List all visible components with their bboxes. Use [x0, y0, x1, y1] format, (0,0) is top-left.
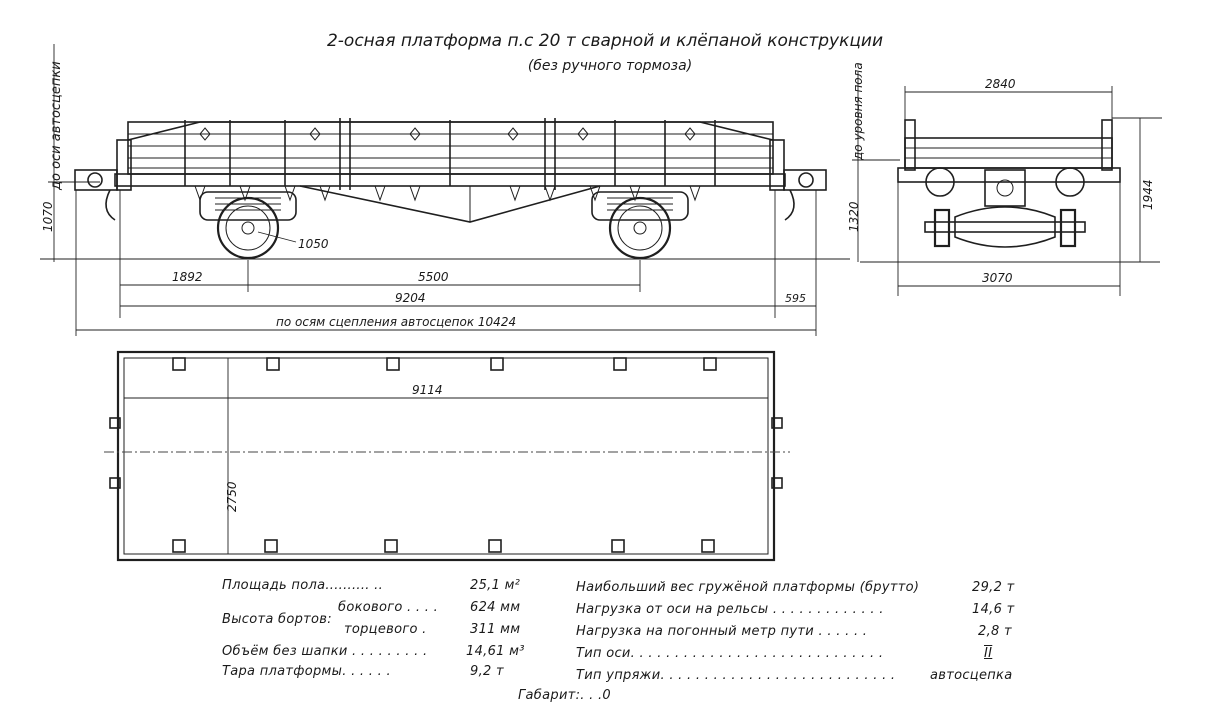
dim-floor-height: 1320 — [847, 201, 861, 232]
spec-dots: . . . . . . . . . — [352, 644, 428, 659]
dim-total-height: 1944 — [1141, 179, 1155, 210]
spec-linear-load: Нагрузка на погонный метр пути . . . . .… — [576, 624, 867, 639]
spec-label: Объём без шапки — [222, 644, 348, 659]
spec-dots: . . . — [580, 688, 603, 703]
drawing-subtitle: (без ручного тормоза) — [528, 58, 692, 74]
end-view: до уровня пола 1320 2840 1944 — [847, 62, 1162, 296]
spec-side-height-value1: 624 мм — [470, 600, 521, 615]
spec-gross-weight: Наибольший вес гружёной платформы (брутт… — [576, 580, 919, 595]
dim-plan-length: 9114 — [412, 383, 443, 397]
side-view: до оси автосцепки 1070 — [40, 44, 850, 336]
spec-tare-value: 9,2 т — [470, 664, 504, 679]
spec-label: Нагрузка от оси на рельсы — [576, 602, 769, 617]
spec-volume: Объём без шапки . . . . . . . . . — [222, 644, 427, 659]
spec-sub-label: бокового — [338, 600, 403, 615]
spec-dots: . . . . . . . . . . . . . — [772, 602, 884, 617]
spec-dots: . . . . — [407, 600, 439, 615]
dim-overhang: 1892 — [172, 270, 203, 284]
spec-gross-weight-value: 29,2 т — [972, 580, 1015, 595]
spec-coupling-type: Тип упряжи. . . . . . . . . . . . . . . … — [576, 668, 895, 683]
spec-label: Габарит: — [518, 688, 581, 703]
dim-end: 595 — [785, 292, 806, 305]
dim-frame-length: 9204 — [395, 291, 426, 305]
wheelset-left — [199, 191, 297, 260]
spec-axle-type-value: II — [984, 646, 993, 661]
spec-floor-area-value: 25,1 м² — [470, 578, 521, 593]
spec-axle-load: Нагрузка от оси на рельсы . . . . . . . … — [576, 602, 884, 617]
spec-gauge: Габарит:. . .0 — [518, 688, 611, 703]
spec-dots: . . . . . . . . . . . . . . . . . . . . … — [660, 668, 896, 683]
spec-floor-area: Площадь пола.......... .. — [222, 578, 383, 593]
dim-plan-width: 2750 — [225, 481, 239, 512]
wheelset-right — [591, 191, 689, 260]
dim-wheel: 1050 — [298, 237, 329, 251]
spec-label: Нагрузка на погонный метр пути — [576, 624, 815, 639]
spec-label: Тип упряжи — [576, 668, 661, 683]
dim-bottom-width: 3070 — [982, 271, 1013, 285]
spec-tare: Тара платформы. . . . . . — [222, 664, 391, 679]
spec-label: Тара платформы — [222, 664, 343, 679]
spec-axle-type: Тип оси. . . . . . . . . . . . . . . . .… — [576, 646, 883, 661]
spec-linear-load-value: 2,8 т — [978, 624, 1012, 639]
spec-label: Тип оси — [576, 646, 631, 661]
spec-coupling-type-value: автосцепка — [930, 668, 1013, 683]
dim-total-label: по осям сцепления автосцепок 10424 — [276, 315, 516, 329]
dim-height-coupler: 1070 — [41, 201, 55, 232]
spec-side-height-label: Высота бортов: — [222, 612, 332, 627]
spec-dots: . . . . . . — [342, 664, 391, 679]
spec-gauge-value: 0 — [602, 688, 611, 703]
spec-label: Площадь пола — [222, 578, 326, 593]
plan-view: 9114 2750 — [104, 350, 790, 562]
spec-side-height-sub2: торцевого . — [344, 622, 427, 637]
spec-dots: . . . . . . . . . . . . . . . . . . . . … — [630, 646, 884, 661]
drawing-title: 2-осная платформа п.с 20 т сварной и клё… — [327, 31, 883, 51]
spec-dots: .......... .. — [325, 578, 383, 593]
dim-base: 5500 — [418, 270, 449, 284]
label-axis-coupler: до оси автосцепки — [49, 61, 64, 191]
spec-dots: . — [422, 622, 427, 637]
spec-axle-load-value: 14,6 т — [972, 602, 1015, 617]
spec-side-height-sub1: бокового . . . . — [338, 600, 438, 615]
spec-volume-value: 14,61 м³ — [466, 644, 525, 659]
spec-sub-label: торцевого — [344, 622, 418, 637]
dim-top-width: 2840 — [985, 77, 1016, 91]
spec-side-height-value2: 311 мм — [470, 622, 521, 637]
spec-label: Наибольший вес гружёной платформы (брутт… — [576, 580, 920, 595]
spec-dots: . . . . . . — [818, 624, 868, 639]
